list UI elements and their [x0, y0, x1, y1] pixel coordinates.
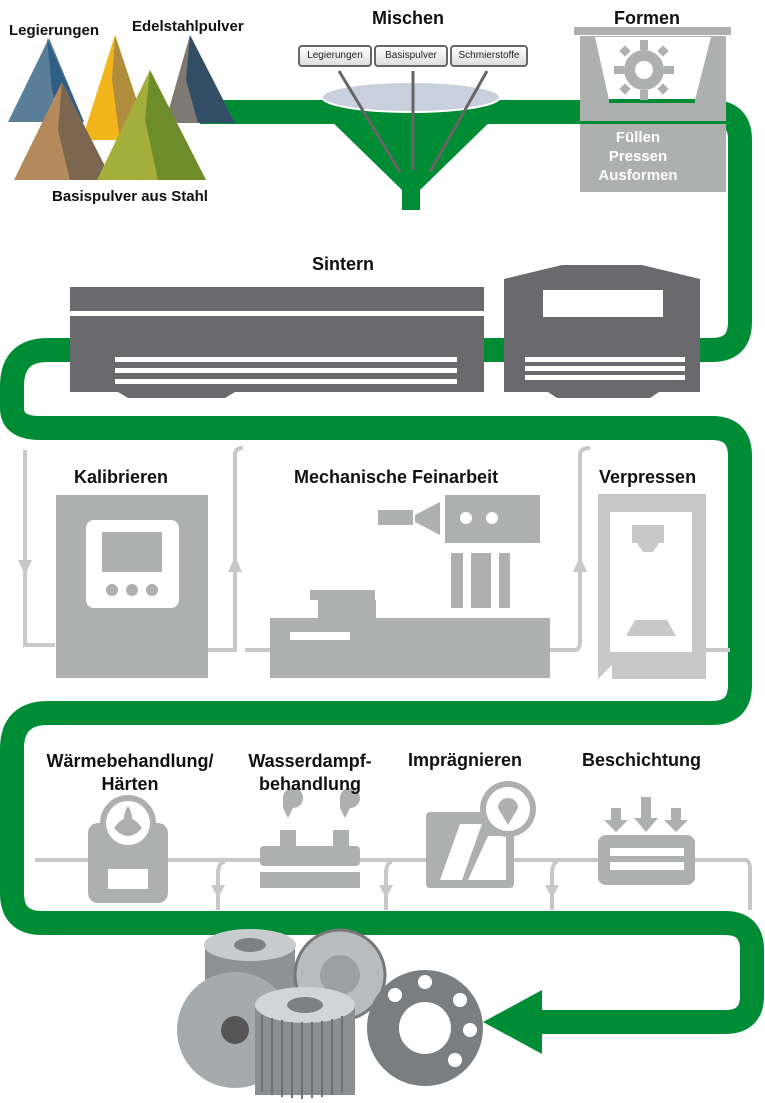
raw-material-piles [8, 35, 235, 180]
flow-down-arrow [18, 560, 32, 575]
mix-input-basispulver: Basispulver [374, 45, 448, 67]
label-line: Wasserdampf- [248, 751, 372, 771]
sintering-furnace-icon [70, 265, 700, 398]
label-line: Härten [101, 774, 159, 794]
flow-up-arrow [573, 556, 587, 572]
press-machine-icon [598, 494, 706, 679]
step-title-waermebehandlung: Wärmebehandlung/ Härten [40, 750, 220, 796]
flow-down-arrow [211, 885, 225, 898]
label-basispulver: Basispulver aus Stahl [52, 188, 208, 205]
flow-up-arrow [228, 556, 242, 572]
step-title-mischen: Mischen [372, 8, 445, 28]
forming-step-ausformen: Ausformen [598, 167, 678, 184]
label-legierungen: Legierungen [9, 22, 100, 39]
pile-edelstahlpulver [165, 35, 235, 123]
forming-step-pressen: Pressen [608, 148, 668, 165]
steam-treatment-icon [260, 788, 360, 888]
mixing-funnel [321, 70, 501, 210]
step-title-beschichtung: Beschichtung [582, 750, 702, 770]
heat-treatment-oven-icon [88, 795, 168, 903]
step-title-wasserdampfbehandlung: Wasserdampf- behandlung [240, 750, 380, 796]
forming-step-fuellen: Füllen [615, 129, 661, 146]
calibrating-machine-icon [56, 495, 208, 678]
machining-center-icon [270, 495, 550, 678]
mix-input-legierungen: Legierungen [298, 45, 372, 67]
label-edelstahlpulver: Edelstahlpulver [132, 18, 244, 35]
forming-press-icon [574, 27, 731, 192]
step-title-kalibrieren: Kalibrieren [74, 467, 169, 487]
finished-parts-gears-icon [177, 928, 483, 1099]
step-title-sintern: Sintern [312, 254, 375, 274]
mix-input-schmierstoffe: Schmierstoffe [450, 45, 528, 67]
label-line: Wärmebehandlung/ [46, 751, 214, 771]
coating-icon [598, 797, 695, 885]
step-title-formen: Formen [614, 8, 681, 28]
pile-basispulver [14, 82, 112, 180]
step-title-impraegnieren: Imprägnieren [408, 750, 523, 770]
flow-down-arrow [379, 885, 393, 898]
flow-arrowhead [483, 990, 542, 1054]
main-flow-pipe [0, 100, 764, 1034]
forming-steps: Füllen Pressen Ausformen [578, 128, 698, 185]
step-title-mechanische-feinarbeit: Mechanische Feinarbeit [294, 467, 499, 487]
impregnation-icon [426, 781, 536, 888]
step-title-verpressen: Verpressen [599, 467, 697, 487]
label-line: behandlung [259, 774, 361, 794]
secondary-flow-row2 [35, 858, 752, 910]
pile-olive [97, 70, 206, 180]
secondary-flow-row1 [23, 446, 730, 652]
flow-down-arrow [545, 885, 559, 898]
